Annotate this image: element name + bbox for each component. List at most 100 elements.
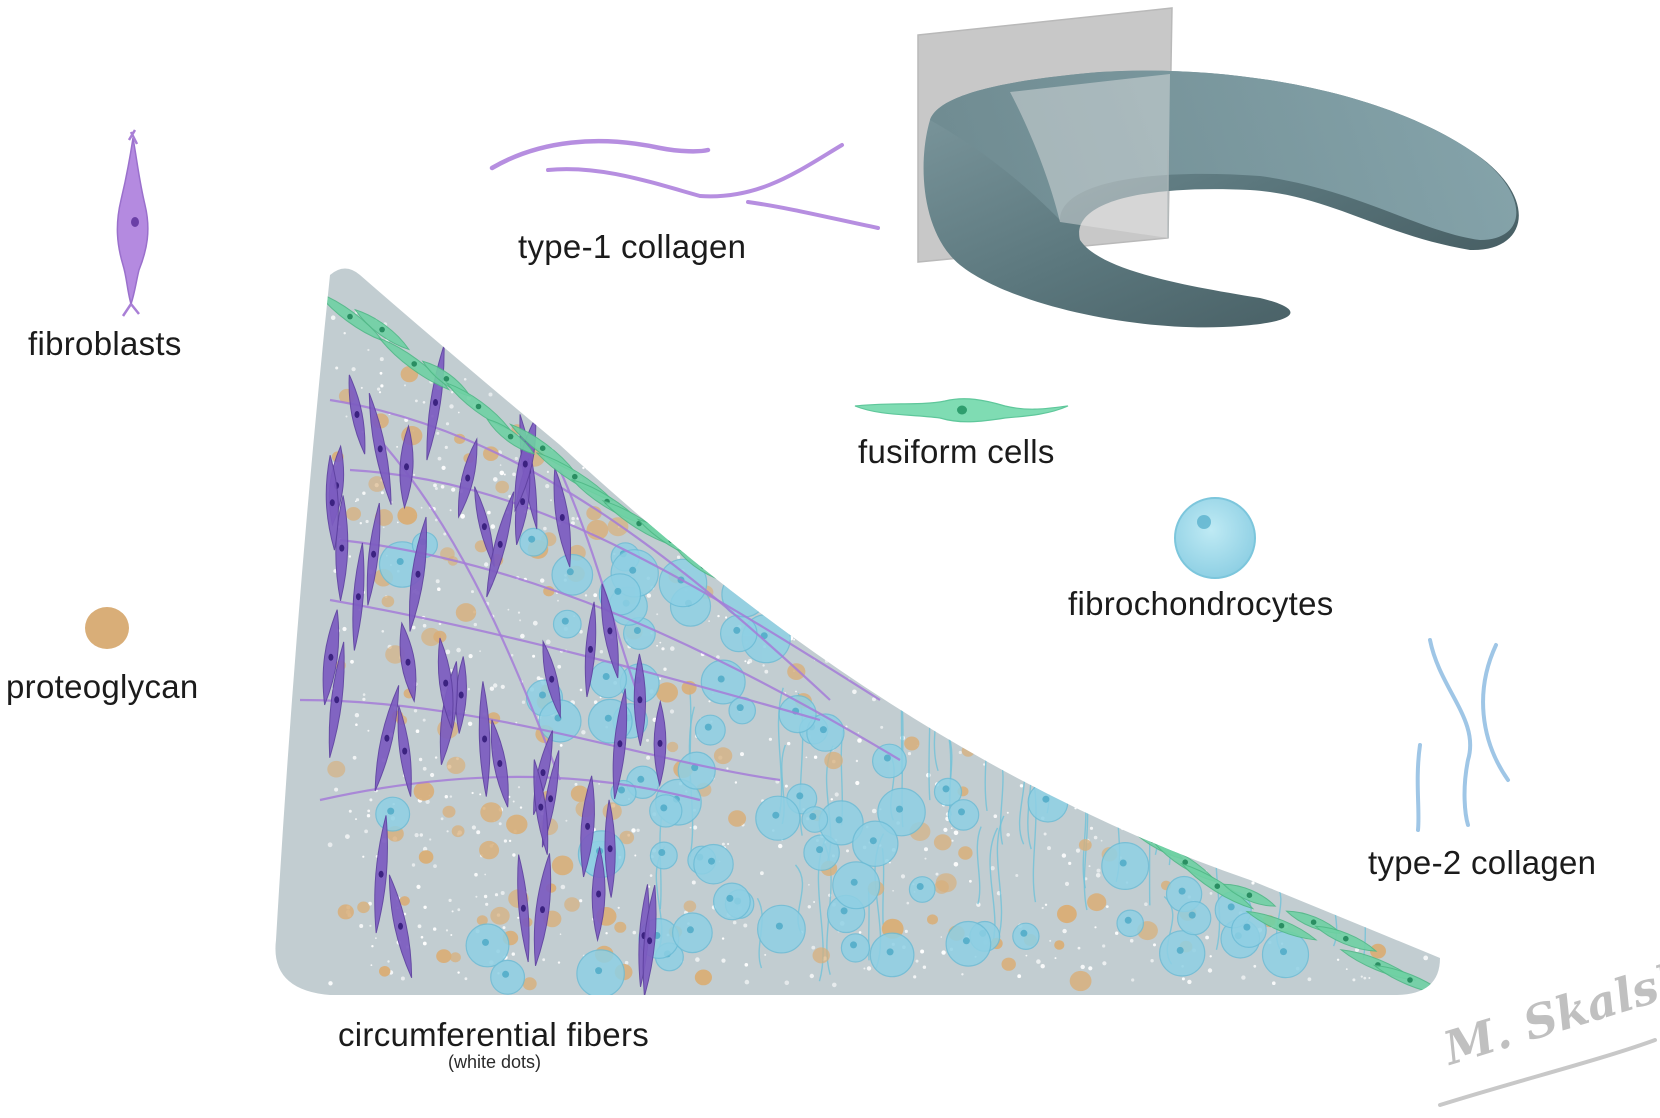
white-dot — [503, 839, 507, 843]
white-dot — [449, 795, 453, 798]
white-dot — [943, 699, 946, 703]
white-dot — [540, 578, 545, 583]
white-dot — [950, 827, 953, 830]
white-dot — [647, 885, 651, 888]
white-dot — [413, 709, 418, 713]
collagen2-strand — [1148, 766, 1151, 906]
meniscus-3d-icon — [917, 7, 1519, 328]
cell-nucleus — [658, 849, 666, 856]
white-dot — [479, 650, 481, 653]
white-dot — [1205, 935, 1209, 940]
cell-nucleus — [354, 411, 360, 418]
white-dot — [479, 793, 482, 796]
white-dot — [691, 880, 696, 885]
white-dot — [768, 737, 773, 741]
white-dot — [503, 473, 506, 476]
white-dot — [348, 809, 352, 813]
white-dot — [1036, 780, 1041, 785]
white-dot — [571, 516, 575, 521]
proteoglycan-particle — [449, 952, 461, 963]
white-dot — [1088, 865, 1091, 868]
tissue-wedge — [275, 268, 1440, 995]
type2-collagen-icon — [1415, 638, 1510, 832]
white-dot — [415, 729, 420, 733]
proteoglycan-particle — [418, 850, 434, 864]
white-dot — [1095, 873, 1101, 878]
white-dot — [1025, 954, 1028, 957]
white-dot — [433, 483, 437, 488]
white-dot — [1015, 874, 1019, 877]
white-dot — [345, 415, 348, 418]
white-dot — [423, 905, 427, 909]
proteoglycan-particle — [1054, 940, 1065, 950]
white-dot — [352, 755, 357, 760]
cell-nucleus — [585, 822, 591, 830]
white-dot — [378, 391, 382, 394]
white-dot — [507, 608, 510, 611]
white-dot — [1102, 944, 1106, 948]
white-dot — [1079, 782, 1084, 787]
fibrochondrocyte-cell — [852, 820, 899, 867]
white-dot — [351, 367, 356, 372]
white-dot — [747, 658, 753, 664]
white-dot — [1336, 958, 1340, 961]
white-dot — [468, 654, 473, 659]
fibrochondrocyte-cell — [869, 932, 915, 978]
proteoglycan-particle — [506, 814, 528, 835]
white-dot — [922, 965, 927, 969]
fusiform-cell — [861, 649, 932, 694]
fibrochondrocyte-cell — [649, 841, 678, 870]
white-dot — [433, 927, 437, 931]
proteoglycan-particle — [607, 517, 629, 537]
cell-nucleus — [607, 845, 613, 853]
white-dot — [375, 937, 377, 940]
white-dot — [907, 752, 912, 756]
fibrochondrocyte-cell — [490, 959, 526, 995]
cell-nucleus — [738, 587, 746, 595]
fusiform-cells-label: fusiform cells — [858, 433, 1055, 470]
white-dot — [355, 500, 357, 503]
white-dot — [721, 842, 725, 846]
proteoglycan-particle — [522, 977, 537, 991]
white-dot — [380, 491, 384, 495]
white-dot — [371, 945, 374, 948]
white-dot — [379, 371, 383, 375]
type2-collagen-label: type-2 collagen — [1368, 844, 1597, 881]
proteoglycan-particle — [455, 603, 477, 622]
fibrochondrocytes-label: fibrochondrocytes — [1068, 585, 1334, 622]
white-dot — [990, 866, 995, 871]
cell-nucleus — [883, 754, 891, 762]
white-dot — [446, 830, 449, 833]
white-dot — [1363, 976, 1367, 980]
white-dot — [499, 470, 505, 476]
proteoglycan-particle — [551, 855, 574, 876]
white-dot — [449, 509, 452, 512]
white-dot — [1181, 977, 1185, 981]
white-dot — [835, 659, 837, 662]
cell-nucleus — [1118, 811, 1124, 817]
white-dot — [740, 752, 744, 757]
white-dot — [471, 825, 476, 830]
white-dot — [670, 646, 675, 651]
white-dot — [422, 401, 426, 404]
proteoglycan-particle — [413, 781, 435, 801]
white-dot — [1253, 964, 1257, 968]
white-dot — [919, 714, 922, 717]
proteoglycan-particle — [787, 663, 806, 680]
white-dot — [950, 737, 954, 740]
white-dot — [599, 650, 604, 654]
fibroblast-cells — [322, 344, 667, 995]
meniscus-cross-section — [275, 268, 1440, 995]
white-dot — [359, 924, 364, 928]
white-dot — [380, 384, 384, 388]
white-dot — [906, 901, 910, 905]
fusiform-cell-icon — [854, 398, 1069, 423]
white-dot — [1093, 835, 1098, 840]
white-dot — [663, 667, 667, 671]
proteoglycan-particle — [1087, 893, 1107, 912]
white-dot — [1062, 928, 1067, 934]
white-dot — [915, 959, 919, 963]
proteoglycan-particle — [480, 802, 503, 823]
white-dot — [750, 580, 755, 585]
fibrochondrocyte-cell — [1158, 930, 1206, 977]
